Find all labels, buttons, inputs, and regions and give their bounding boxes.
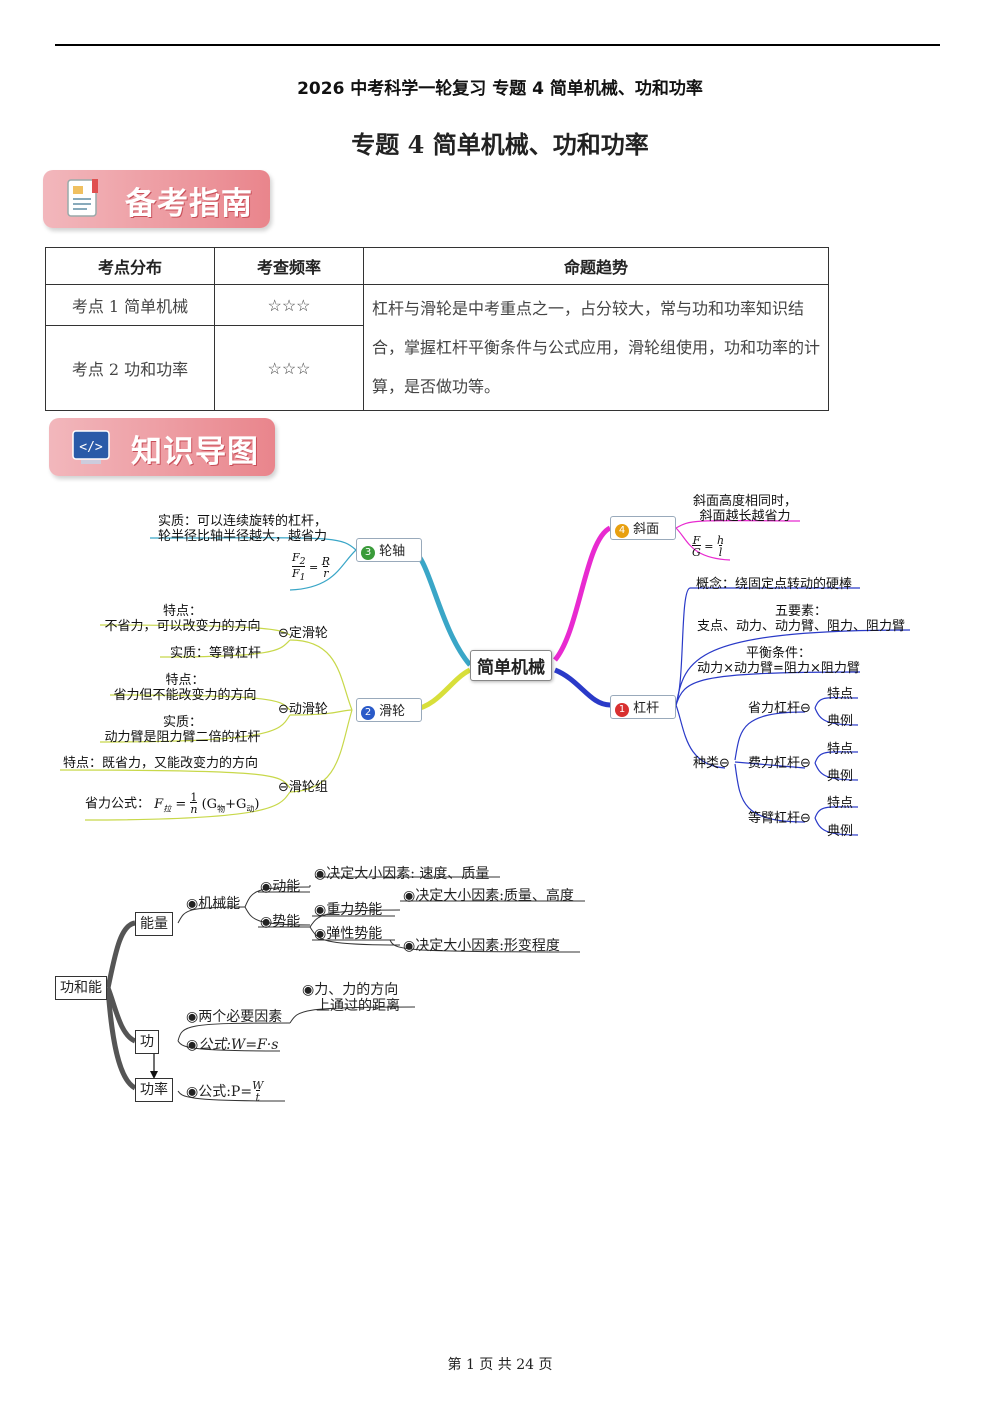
- energy-map-lines: [105, 876, 585, 1102]
- exam-guide-table: 考点分布 考查频率 命题趋势 考点 1 简单机械 ☆☆☆ 杠杆与滑轮是中考重点之…: [45, 247, 829, 411]
- power-node: 功率: [135, 1078, 173, 1102]
- row1-freq: ☆☆☆: [214, 283, 364, 327]
- mech-energy: ◉机械能: [186, 896, 241, 912]
- movable-ess-title: 实质：: [162, 715, 202, 730]
- two-factors: ◉两个必要因素: [186, 1009, 283, 1025]
- fixed-pulley-label: ⊖定滑轮: [278, 626, 328, 641]
- block-feat: 特点：既省力，又能改变力的方向: [63, 756, 259, 771]
- row2-freq: ☆☆☆: [214, 325, 364, 411]
- incline-number-badge: 4: [615, 524, 629, 538]
- lever-type-3-example: 典例: [827, 824, 854, 839]
- gravity-factor: ◉决定大小因素:质量、高度: [403, 888, 574, 904]
- mindmap-center: 简单机械: [470, 650, 552, 681]
- movable-feat-title: 特点：: [165, 673, 205, 688]
- fixed-feat-title: 特点：: [162, 604, 202, 619]
- page-header: 2026 中考科学一轮复习 专题 4 简单机械、功和功率: [297, 79, 703, 99]
- fixed-essence: 实质：等臂杠杆: [170, 646, 262, 661]
- lever-kinds: 种类⊖: [693, 756, 730, 771]
- guide-banner-text: 备考指南: [125, 186, 253, 222]
- map-banner-text: 知识导图: [131, 434, 259, 470]
- energy-root: 功和能: [55, 976, 107, 1000]
- lever-type-2-feature: 特点: [827, 742, 854, 757]
- guide-banner: 备考指南: [43, 170, 270, 228]
- lever-type-1-feature: 特点: [827, 687, 854, 702]
- axle-desc-2: 轮半径比轴半径越大，越省力: [158, 529, 328, 544]
- pulley-label: 滑轮: [379, 704, 406, 719]
- lever-type-2-example: 典例: [827, 769, 854, 784]
- energy-node: 能量: [135, 912, 173, 936]
- col-header-trend: 命题趋势: [363, 247, 829, 285]
- lever-balance: 动力×动力臂=阻力×阻力臂: [697, 661, 860, 676]
- incline-node: 4 斜面: [610, 516, 676, 540]
- gravity-potential: ◉重力势能: [314, 902, 383, 918]
- formula-work: ◉公式:W=F·s: [186, 1037, 279, 1053]
- lever-type-3: 等臂杠杆⊖: [748, 811, 811, 826]
- work-node: 功: [135, 1030, 159, 1054]
- force-direction: ◉力、力的方向: [302, 982, 399, 998]
- elastic-potential: ◉弹性势能: [314, 926, 383, 942]
- movable-feat: 省力但不能改变力的方向: [113, 688, 257, 703]
- force-distance: 上通过的距离: [316, 998, 400, 1014]
- lever-type-2: 费力杠杆⊖: [748, 756, 811, 771]
- trend-text: 杠杆与滑轮是中考重点之一，占分较大，常与功和功率知识结合，掌握杠杆平衡条件与公式…: [363, 284, 829, 411]
- lever-five: 支点、动力、动力臂、阻力、阻力臂: [696, 619, 905, 634]
- row1-point: 考点 1 简单机械: [45, 283, 215, 327]
- pulley-block-label: ⊖滑轮组: [278, 780, 328, 795]
- lever-node: 1 杠杆: [610, 695, 676, 719]
- page-footer: 第 1 页 共 24 页: [447, 1357, 553, 1373]
- lever-type-1: 省力杠杆⊖: [748, 701, 811, 716]
- col-header-freq: 考查频率: [214, 247, 364, 285]
- axle-node: 3 轮轴: [356, 538, 422, 562]
- row2-point: 考点 2 功和功率: [45, 325, 215, 411]
- lever-type-3-feature: 特点: [827, 796, 854, 811]
- elastic-factor: ◉决定大小因素:形变程度: [403, 938, 560, 954]
- lever-label: 杠杆: [633, 701, 660, 716]
- axle-desc-1: 实质：可以连续旋转的杠杆，: [158, 514, 328, 529]
- lever-concept: 概念：绕固定点转动的硬棒: [696, 577, 853, 592]
- lever-five-title: 五要素：: [774, 604, 827, 619]
- pulley-node: 2 滑轮: [356, 698, 422, 722]
- map-banner: </> 知识导图: [49, 418, 275, 476]
- code-screen-icon: </>: [72, 430, 110, 464]
- kinetic-factor: ◉决定大小因素: 速度、质量: [314, 866, 490, 882]
- top-rule: [55, 44, 940, 46]
- potential-energy: ◉势能: [260, 914, 301, 930]
- lever-type-1-example: 典例: [827, 714, 854, 729]
- axle-number-badge: 3: [361, 546, 375, 560]
- lever-number-badge: 1: [615, 703, 629, 717]
- incline-desc-1: 斜面高度相同时，: [692, 494, 797, 509]
- col-header-point: 考点分布: [45, 247, 215, 285]
- mindmap-lines: [59, 519, 911, 836]
- kinetic-energy: ◉动能: [260, 879, 301, 895]
- incline-label: 斜面: [633, 522, 660, 537]
- svg-text:</>: </>: [79, 440, 103, 455]
- movable-pulley-label: ⊖动滑轮: [278, 702, 328, 717]
- incline-desc-2: 斜面越长越省力: [699, 509, 791, 524]
- lever-balance-title: 平衡条件：: [745, 646, 811, 661]
- pulley-number-badge: 2: [361, 706, 375, 720]
- axle-label: 轮轴: [379, 544, 406, 559]
- document-icon: [67, 179, 98, 217]
- fixed-feat: 不省力，可以改变力的方向: [104, 619, 261, 634]
- movable-essence: 动力臂是阻力臂二倍的杠杆: [104, 730, 261, 745]
- page-title: 专题 4 简单机械、功和功率: [351, 130, 649, 159]
